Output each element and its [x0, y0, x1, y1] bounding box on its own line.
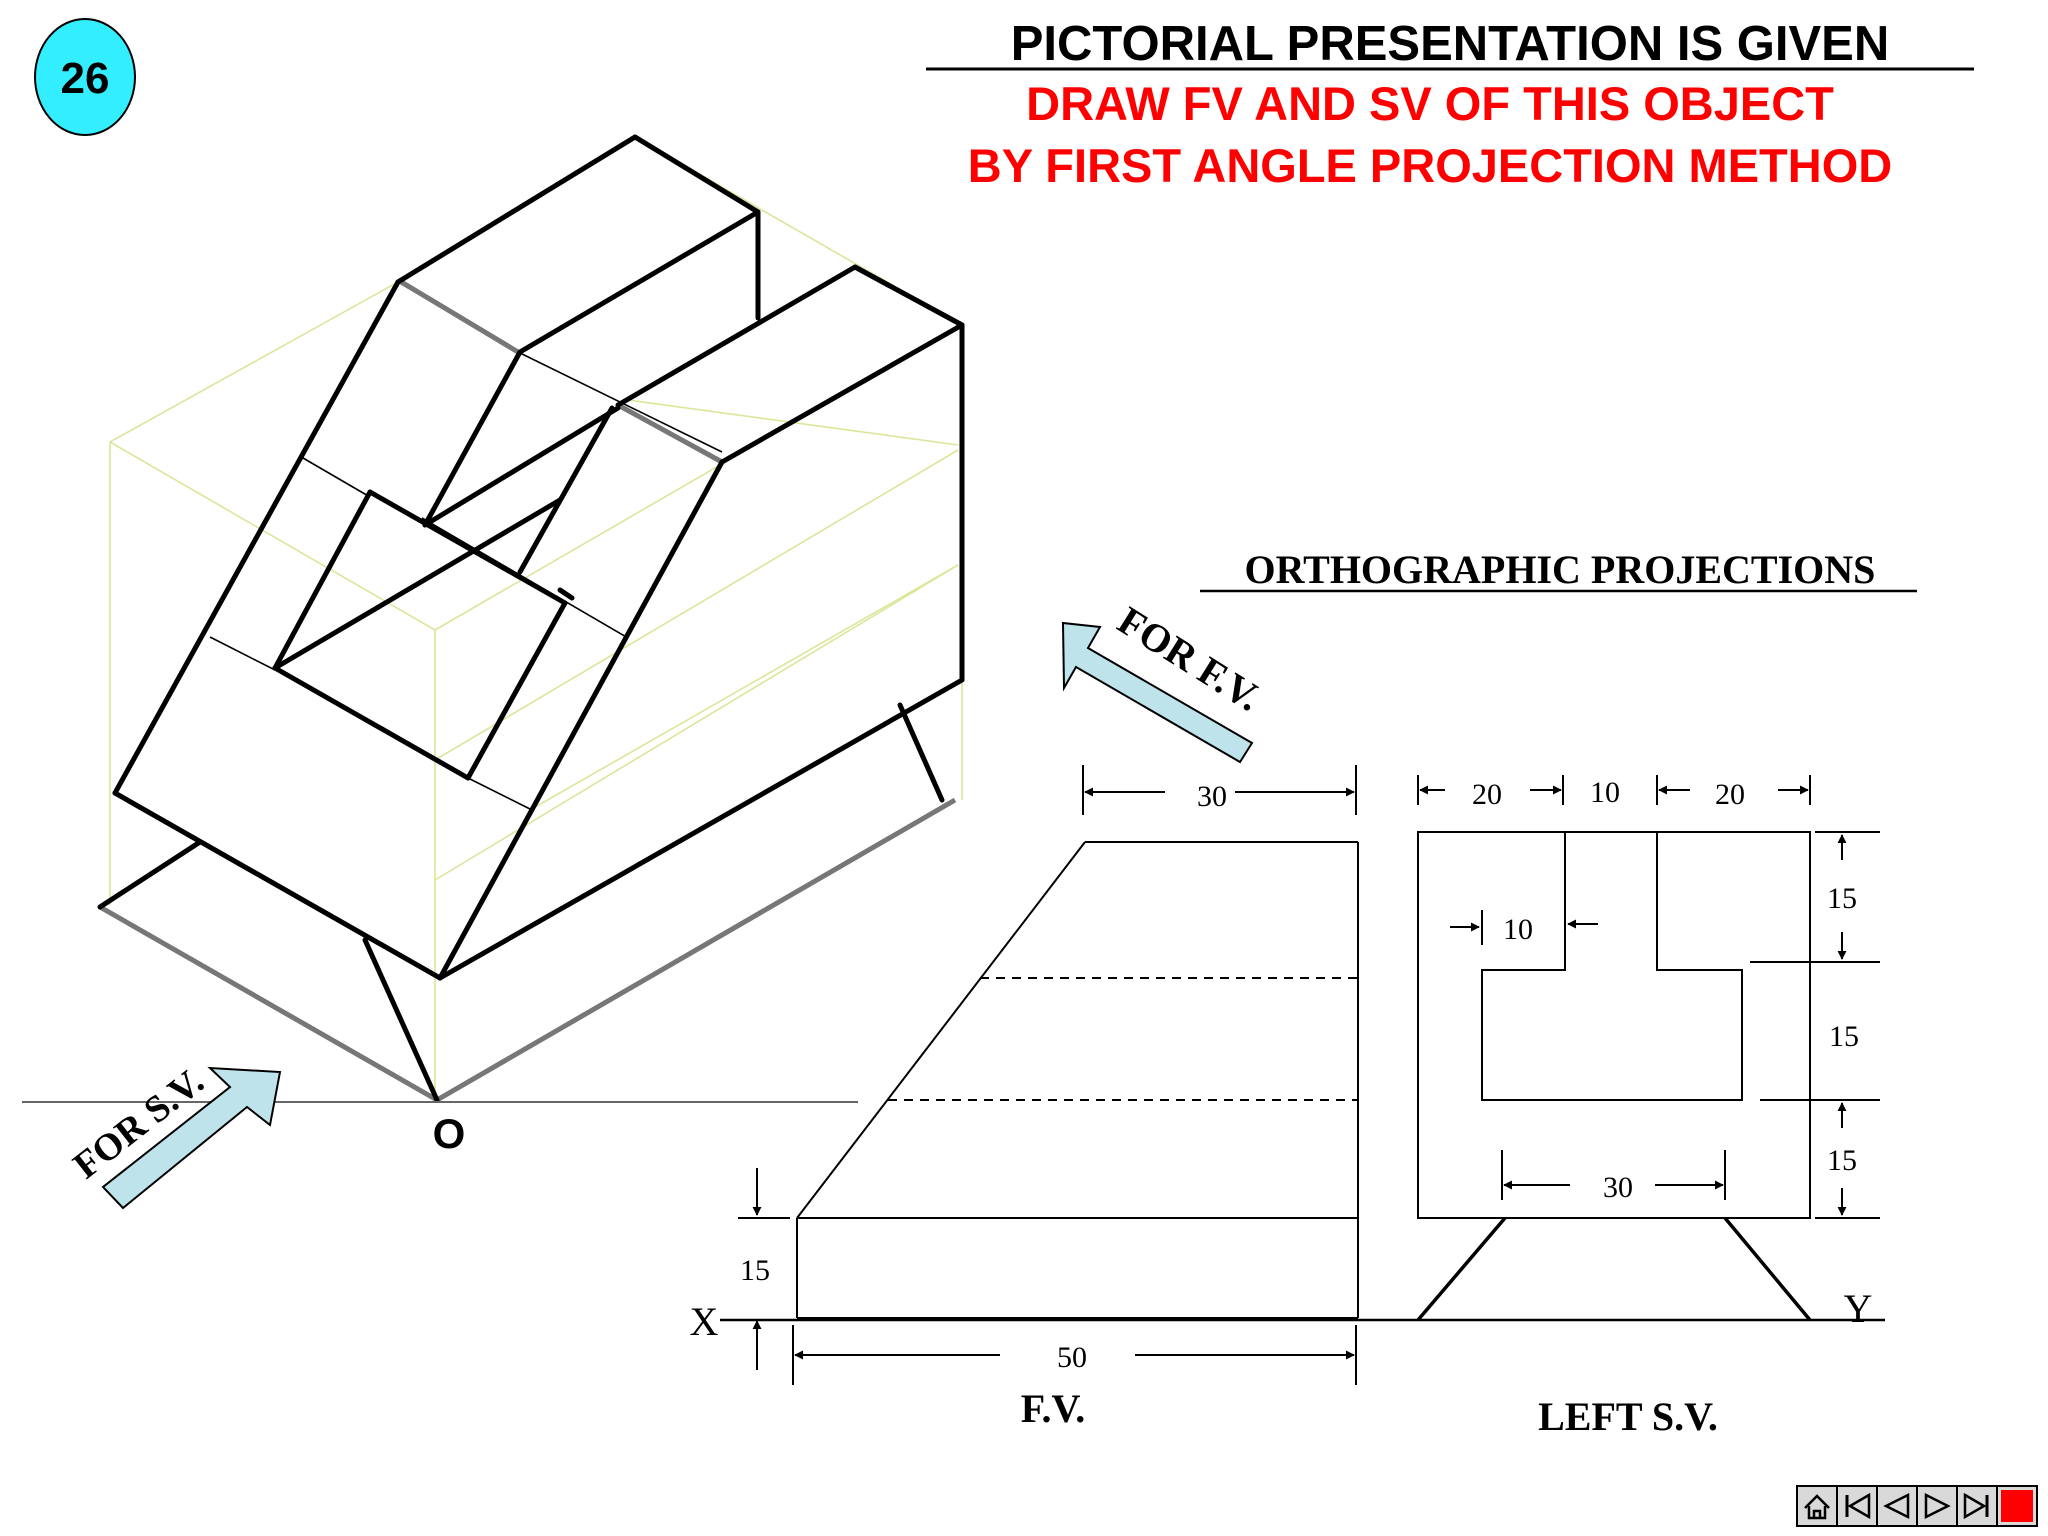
- object-edges: [97, 134, 965, 1103]
- xy-line: X Y: [690, 1286, 1885, 1344]
- sv-dim-bottom-slot: [1501, 1150, 1726, 1200]
- isometric-pictorial: O: [22, 134, 965, 1157]
- orthographic-heading: ORTHOGRAPHIC PROJECTIONS: [1245, 547, 1876, 592]
- front-view: 30 15 50 F.V.: [738, 765, 1359, 1431]
- slide-number-badge: 26: [34, 18, 136, 136]
- left-side-view: 20 10 20 10 30 15 15: [1416, 775, 1880, 1439]
- heading: PICTORIAL PRESENTATION IS GIVEN DRAW FV …: [926, 17, 1974, 192]
- next-slide-icon[interactable]: [1916, 1485, 1958, 1527]
- y-label: Y: [1844, 1286, 1873, 1331]
- fv-dim-top: [1082, 765, 1357, 815]
- sv-dim-bottom-slot-label: 30: [1603, 1171, 1633, 1204]
- end-show-icon[interactable]: [1996, 1485, 2038, 1527]
- sv-dim-top: [1417, 775, 1811, 805]
- sv-dim-h-top-label: 15: [1827, 882, 1857, 915]
- arrow-for-fv-shape: [1061, 621, 1254, 764]
- arrow-for-sv: FOR S.V.: [66, 1060, 282, 1210]
- sv-dim-h-mid-label: 15: [1829, 1020, 1859, 1053]
- heading-line-2: DRAW FV AND SV OF THIS OBJECT: [1026, 77, 1834, 130]
- fv-hidden-lines: [888, 977, 1358, 1101]
- sv-label: LEFT S.V.: [1538, 1394, 1718, 1439]
- arrow-for-fv: FOR F.V.: [1061, 597, 1269, 764]
- sv-dim-h-bottom-label: 15: [1827, 1144, 1857, 1177]
- sv-dim-heights: [1750, 831, 1880, 1219]
- fv-label: F.V.: [1021, 1386, 1086, 1431]
- x-label: X: [690, 1299, 719, 1344]
- home-icon[interactable]: [1796, 1485, 1838, 1527]
- sv-dim-slot-gap-label: 10: [1590, 776, 1620, 809]
- fv-dim-base-height-label: 15: [740, 1254, 770, 1287]
- sv-dim-right-top-label: 20: [1715, 778, 1745, 811]
- previous-slide-icon[interactable]: [1876, 1485, 1918, 1527]
- fv-dim-base-height: [738, 1168, 790, 1370]
- sv-dim-inner-step: [1450, 910, 1598, 945]
- heading-line-3: BY FIRST ANGLE PROJECTION METHOD: [968, 139, 1892, 192]
- fv-dim-width: [792, 1325, 1357, 1385]
- slide-navigation: [1796, 1485, 2038, 1527]
- heading-line-1: PICTORIAL PRESENTATION IS GIVEN: [1011, 17, 1889, 71]
- arrow-for-sv-shape: [101, 1066, 282, 1210]
- last-slide-icon[interactable]: [1956, 1485, 1998, 1527]
- sv-dim-inner-step-label: 10: [1503, 913, 1533, 946]
- first-slide-icon[interactable]: [1836, 1485, 1878, 1527]
- origin-label: O: [433, 1110, 466, 1157]
- fv-dim-top-label: 30: [1197, 780, 1227, 813]
- fv-dim-width-label: 50: [1057, 1341, 1087, 1374]
- sv-dim-left-top-label: 20: [1472, 778, 1502, 811]
- slide-number: 26: [61, 54, 110, 103]
